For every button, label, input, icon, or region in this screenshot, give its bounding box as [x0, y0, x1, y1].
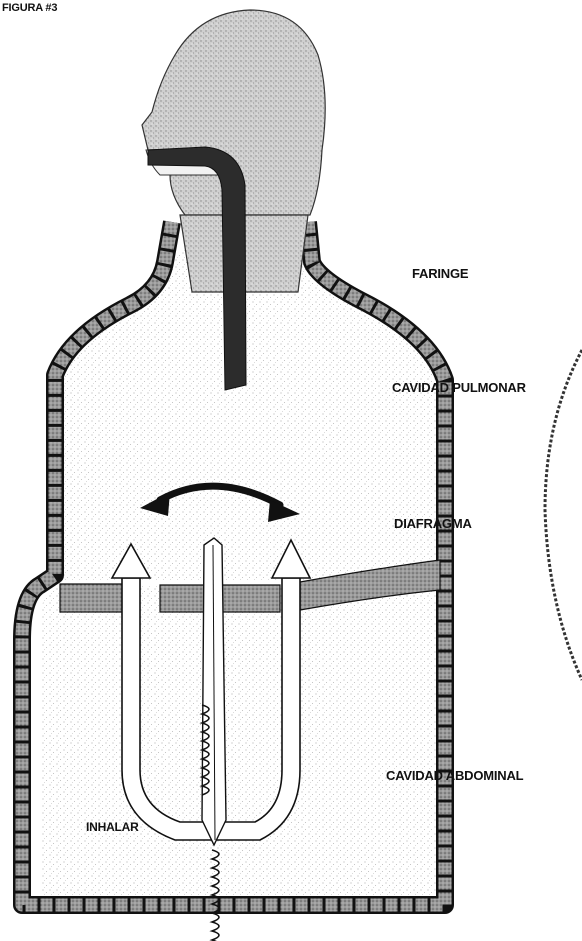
label-cavidad-abdominal: CAVIDAD ABDOMINAL: [386, 768, 523, 783]
label-diafragma: DIAFRAGMA: [394, 516, 472, 531]
label-faringe: FARINGE: [412, 266, 468, 281]
figure-title: FIGURA #3: [2, 2, 57, 14]
adjacent-figure-edge: [545, 350, 582, 680]
abdominal-interior: [40, 585, 440, 905]
label-inhalar: INHALAR: [86, 820, 139, 834]
label-cavidad-pulmonar: CAVIDAD PULMONAR: [392, 380, 526, 395]
